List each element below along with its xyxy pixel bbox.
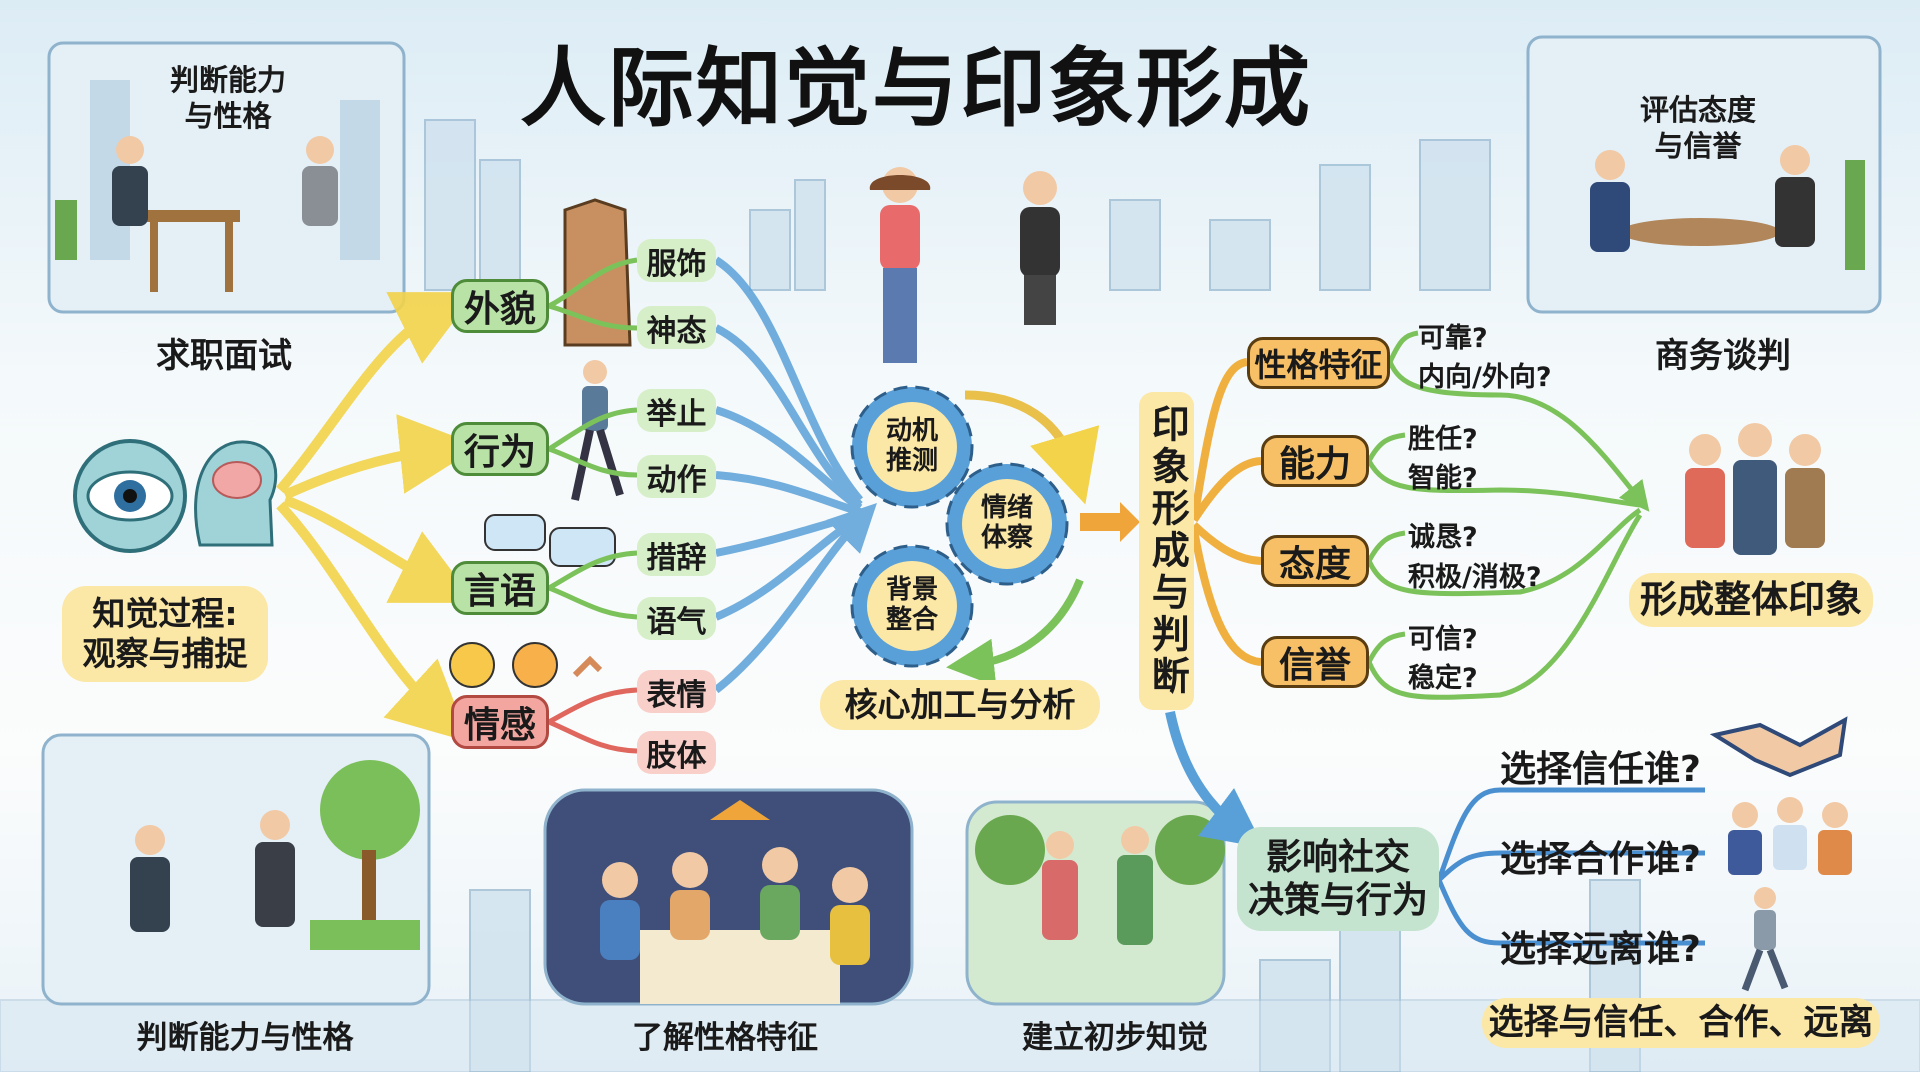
option-avoid: 选择远离谁?: [1500, 929, 1701, 970]
sub-clothing: 服饰: [637, 239, 716, 282]
question: 积极/消极?: [1408, 562, 1542, 593]
convergence-arrows: [713, 256, 877, 694]
walking-away-icon: [1741, 887, 1789, 992]
walking-person-icon: [571, 360, 624, 501]
gear-context: 背景整合: [867, 561, 957, 651]
interview-scene: [47, 41, 406, 314]
negotiation-caption: 商务谈判: [1655, 336, 1791, 376]
question: 胜任?: [1408, 424, 1478, 455]
decision-label: 影响社交决策与行为: [1237, 827, 1439, 931]
question: 可靠?: [1418, 323, 1488, 354]
cue-emotion: 情感: [451, 695, 549, 749]
sub-expression: 表情: [637, 670, 716, 713]
dimension-attitude: 态度: [1261, 535, 1369, 587]
perception-label: 知觉过程:观察与捕捉: [62, 586, 268, 682]
handshake-icon: [1709, 716, 1848, 778]
note-line: 与性格: [184, 99, 272, 134]
perception-arrows: [276, 292, 480, 743]
sub-manner: 举止: [637, 389, 716, 432]
sub-tone: 语气: [637, 597, 716, 640]
decision-summary: 选择与信任、合作、远离: [1482, 998, 1880, 1048]
note-line: 评估态度: [1640, 93, 1757, 127]
question: 智能?: [1408, 463, 1478, 494]
perception-line: 知觉过程:: [92, 594, 238, 634]
sub-action: 动作: [637, 455, 716, 498]
office-scene: [41, 733, 431, 1006]
park-caption: 建立初步知觉: [1022, 1020, 1208, 1056]
dimension-ability: 能力: [1261, 435, 1369, 487]
gear-text: 动机: [885, 416, 938, 447]
dinner-caption: 了解性格特征: [632, 1020, 818, 1056]
eye-brain-icon: [73, 439, 278, 553]
processing-label: 核心加工与分析: [820, 680, 1100, 730]
decision-line: 影响社交: [1265, 836, 1410, 878]
question: 内向/外向?: [1418, 362, 1552, 393]
option-cooperate: 选择合作谁?: [1500, 839, 1701, 880]
cue-speech: 言语: [451, 561, 549, 615]
question: 可信?: [1408, 624, 1478, 655]
cue-behavior: 行为: [451, 422, 549, 476]
negotiation-scene: [1526, 35, 1882, 314]
sub-demeanor: 神态: [637, 306, 716, 349]
gear-motive: 动机推测: [867, 402, 957, 492]
sub-body: 肢体: [637, 731, 716, 774]
gear-text: 整合: [885, 605, 938, 635]
dinner-scene: [543, 788, 914, 1006]
speech-bubbles-icon: [484, 514, 616, 567]
judgment-label: 印象形成与判断: [1139, 392, 1194, 710]
interview-note: 判断能力与性格: [170, 62, 286, 135]
note-line: 判断能力: [170, 63, 287, 97]
negotiation-note: 评估态度与信誉: [1640, 92, 1756, 165]
gear-text: 背景: [885, 575, 938, 606]
dimension-reputation: 信誉: [1261, 636, 1369, 688]
gear-text: 体察: [980, 523, 1033, 553]
emotion-faces-icon: [449, 642, 603, 688]
gear-text: 情绪: [980, 493, 1033, 524]
question: 稳定?: [1408, 663, 1478, 694]
perception-line: 观察与捕捉: [82, 634, 248, 673]
collaboration-icon: [1728, 797, 1852, 875]
office-caption: 判断能力与性格: [136, 1020, 354, 1056]
park-scene: [965, 800, 1226, 1006]
dimension-personality: 性格特征: [1247, 337, 1390, 389]
overall-impression-label: 形成整体印象: [1629, 573, 1873, 627]
option-trust: 选择信任谁?: [1500, 749, 1701, 790]
note-line: 与信誉: [1654, 129, 1742, 164]
conversation-people: [869, 167, 1060, 363]
cue-appearance: 外貌: [451, 279, 549, 333]
team-group-icon: [1685, 423, 1825, 555]
interview-caption: 求职面试: [156, 336, 292, 376]
gear-emotion: 情绪体察: [962, 479, 1052, 569]
sub-wording: 措辞: [637, 533, 716, 576]
question: 诚恳?: [1408, 522, 1478, 553]
page-title: 人际知觉与印象形成: [520, 39, 1312, 139]
gear-text: 推测: [885, 446, 938, 476]
decision-line: 决策与行为: [1247, 880, 1428, 921]
